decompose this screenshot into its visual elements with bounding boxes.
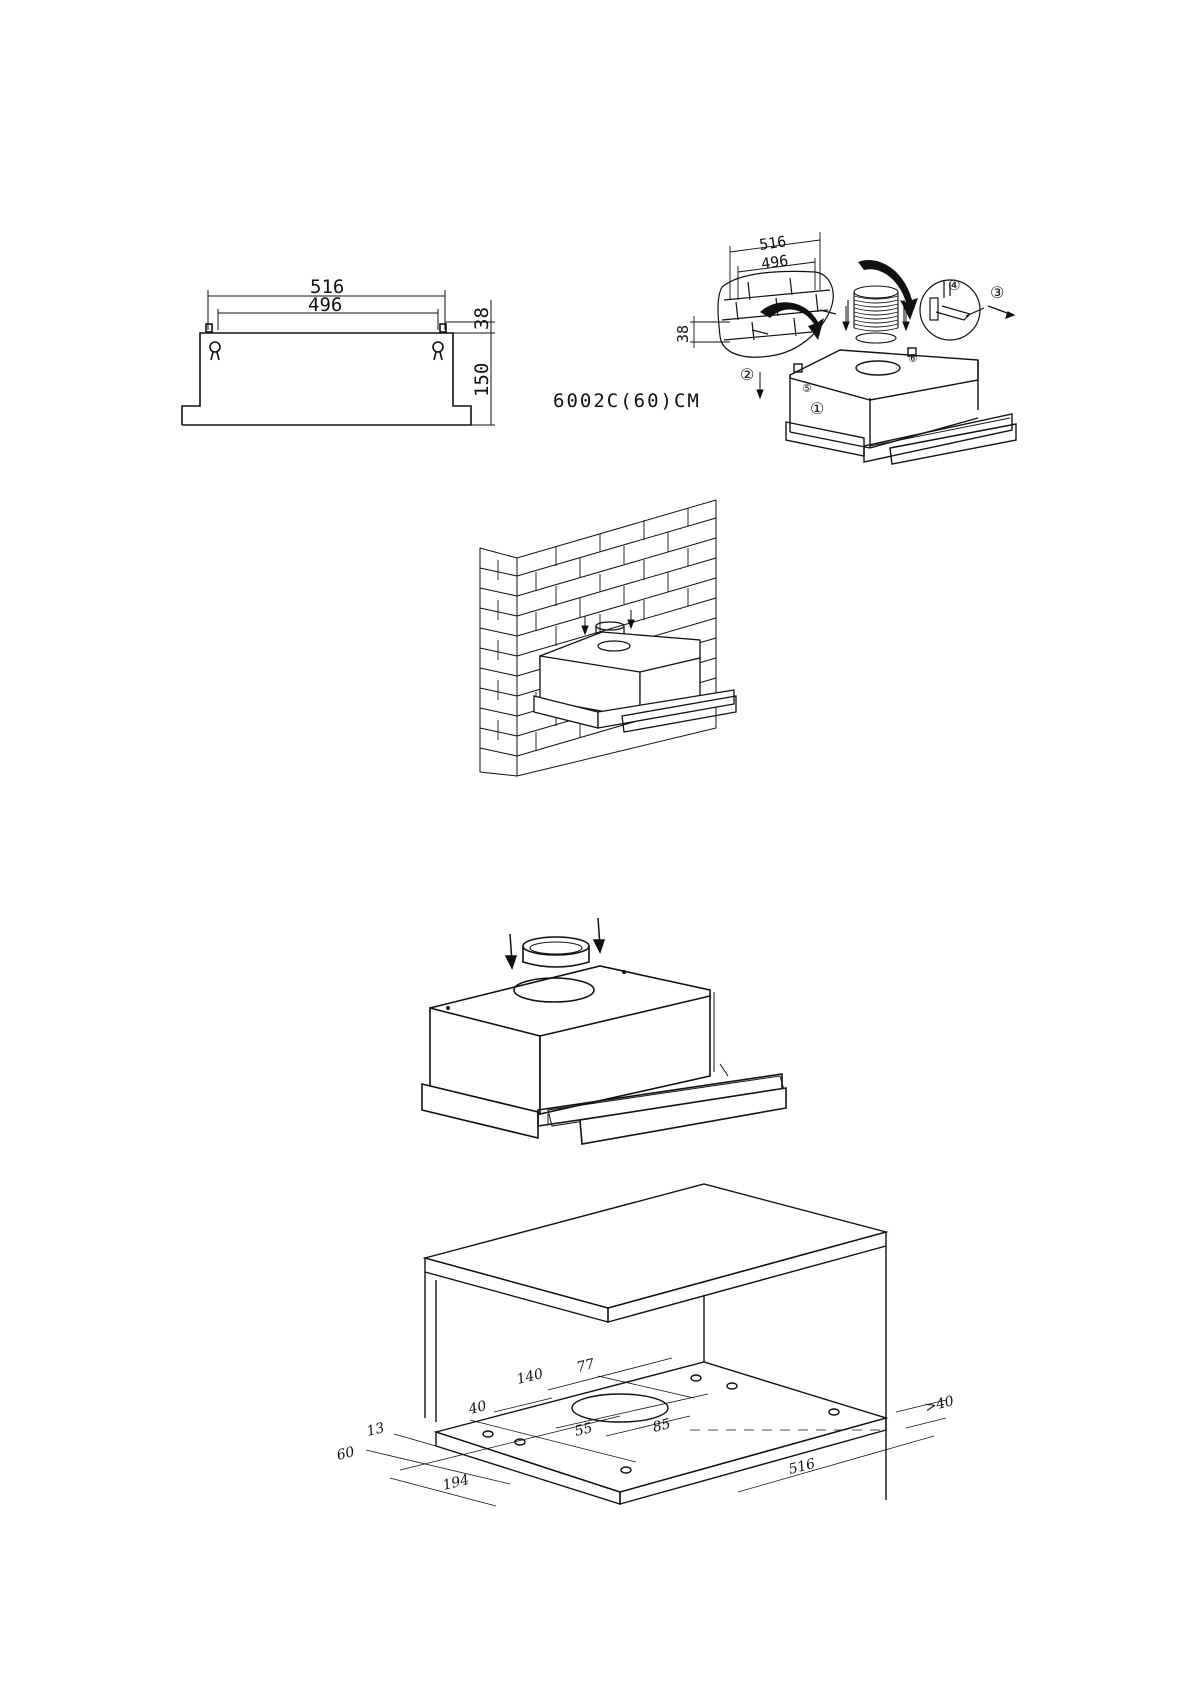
keyhole-left-icon — [206, 324, 220, 360]
dim-40-label: 40 — [466, 1398, 488, 1418]
collar-arrows-icon — [506, 918, 604, 968]
hood-body-drawing — [786, 348, 1016, 464]
fig1-dim-height: 150 — [471, 363, 493, 397]
wall-patch-drawing — [690, 232, 836, 357]
dim-13-label: 13 — [365, 1420, 386, 1440]
curved-arrow-left-icon — [760, 302, 824, 340]
step-2-label: ② — [740, 365, 754, 384]
fig2-dim-outer: 516 — [758, 232, 787, 254]
dim-60-label: 60 — [335, 1444, 356, 1464]
hood-collar-drawing — [422, 937, 786, 1144]
curved-arrow-right-icon — [858, 260, 918, 320]
dim-55-label: 55 — [573, 1420, 594, 1440]
wall-hood-arrows-icon — [582, 610, 634, 634]
dim-516-label: 516 — [787, 1456, 817, 1478]
dim-85-label: 85 — [651, 1416, 672, 1436]
fig1-dim-outer: 516 — [310, 276, 344, 298]
fig1-dim-top: 38 — [471, 307, 493, 330]
step-4-label: ④ — [948, 278, 961, 294]
fig2-dim-side: 38 — [674, 325, 692, 343]
step-3-label: ③ — [990, 283, 1004, 302]
dim-gt40-label: >40 — [923, 1393, 956, 1416]
step-1-label: ① — [810, 399, 824, 418]
fig1-dim-inner: 496 — [308, 294, 342, 316]
dim-194-label: 194 — [441, 1472, 471, 1494]
keyhole-right-icon — [433, 324, 446, 360]
step-5-label: ⑤ — [802, 382, 812, 395]
dim-140-label: 140 — [515, 1366, 545, 1388]
flexible-duct-drawing — [848, 286, 904, 343]
cabinet-drawing — [425, 1184, 886, 1504]
down-arrows-icon — [757, 306, 909, 398]
dim-77-label: 77 — [575, 1356, 596, 1376]
model-label: 6002C(60)CM — [553, 390, 701, 412]
hood-on-wall-drawing — [534, 622, 736, 732]
bracket-detail-drawing — [920, 280, 1014, 340]
fig2-dim-inner: 496 — [760, 251, 789, 273]
brick-wall-drawing — [480, 500, 716, 776]
cutout-dimension-lines — [366, 1358, 946, 1506]
step-6-label: ⑥ — [908, 352, 918, 365]
front-elevation-drawing — [182, 290, 495, 425]
